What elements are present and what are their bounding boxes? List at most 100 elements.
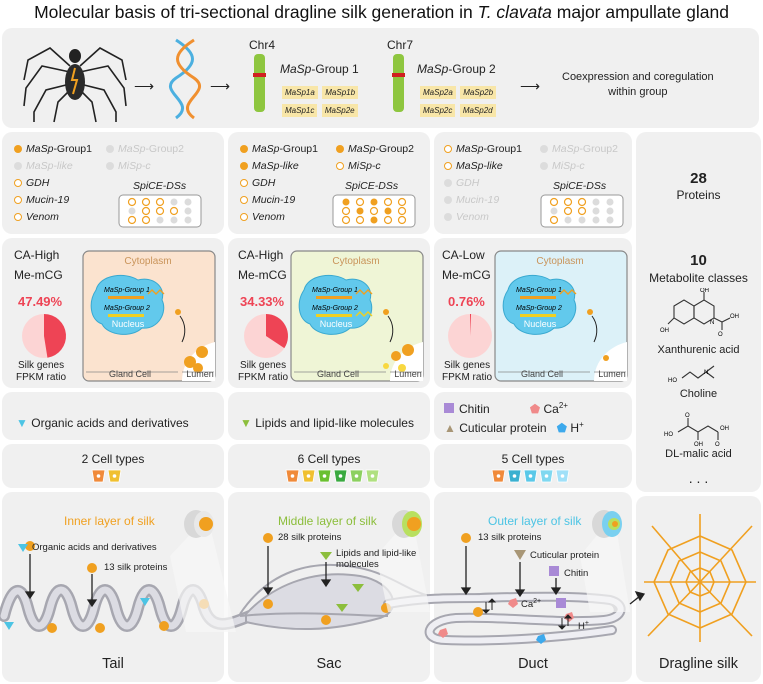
spice-dot xyxy=(155,197,165,207)
lumen-label: Lumen xyxy=(598,369,626,379)
spice-dot xyxy=(397,206,407,216)
gene-label: MaSp2d xyxy=(459,104,496,117)
spice-dot xyxy=(184,207,192,215)
compound-label: Choline xyxy=(679,388,718,400)
more-ellipsis: . . . xyxy=(688,470,709,486)
cell-type-nucleus xyxy=(544,474,549,478)
metabolite-class-label: Metabolite classes xyxy=(649,271,748,285)
open-dot xyxy=(14,213,22,222)
cell-type-nucleus xyxy=(370,474,375,478)
malic-acid-structure: HO O OH OH O xyxy=(664,413,729,448)
tail-spice-grid xyxy=(118,194,202,228)
group2-gene-box: MaSp2a MaSp2b MaSp2c MaSp2d xyxy=(420,82,500,118)
cell-type-nucleus xyxy=(528,474,533,478)
svg-text:N: N xyxy=(710,320,714,326)
spice-dot xyxy=(184,198,192,206)
inner-silk-fiber-icon xyxy=(184,510,214,538)
gene-label: MaSp1c xyxy=(282,104,318,117)
absent-dot xyxy=(444,179,452,188)
nucleus-shape xyxy=(90,274,165,335)
tail-protein-legend-right: MaSp-Group2 MiSp-c xyxy=(106,141,184,175)
gene-label: MaSp1b xyxy=(322,86,359,99)
spice-dot xyxy=(342,198,350,206)
protein-dot xyxy=(383,309,389,315)
duct-calcium-label: Ca2+ xyxy=(521,598,542,611)
secreted-protein xyxy=(184,356,196,368)
silk-gene-pie xyxy=(22,314,67,358)
group2-gene-label: MaSp-Group 2 xyxy=(516,305,562,312)
spice-dot xyxy=(606,198,614,206)
spice-dot xyxy=(592,207,600,215)
spice-dot xyxy=(577,197,587,207)
spice-label: SpiCE-DSs xyxy=(553,180,607,192)
spice-dot xyxy=(549,215,559,225)
spice-dot xyxy=(592,216,600,224)
inner-layer-label: Inner layer of silk xyxy=(64,514,155,528)
spice-dot xyxy=(563,197,573,207)
silk-gene-pie xyxy=(244,314,288,358)
silk-gene-percentage: 47.49% xyxy=(18,294,63,309)
gland-cell-label: Gland Cell xyxy=(109,369,151,379)
open-dot xyxy=(240,179,248,188)
methylation-label: Me-mCG xyxy=(14,268,63,282)
cell-type-nucleus xyxy=(512,474,517,478)
absent-dot xyxy=(540,162,548,171)
filled-dot xyxy=(336,145,344,154)
absent-dot xyxy=(540,145,548,154)
chitin-icon xyxy=(444,403,454,413)
spice-dot xyxy=(549,197,559,207)
svg-text:OH: OH xyxy=(700,288,709,294)
gene-bar xyxy=(108,314,144,317)
gland-cell-label: Gland Cell xyxy=(317,369,359,379)
cuticular-protein-icon: ▲ xyxy=(444,421,456,435)
spice-dot xyxy=(170,198,178,206)
svg-text:OH: OH xyxy=(730,314,739,320)
spice-dot xyxy=(156,216,164,224)
svg-text:O: O xyxy=(715,442,720,448)
group1-gene-label: MaSp-Group 1 xyxy=(104,287,150,294)
open-dot xyxy=(14,196,22,205)
spice-dot xyxy=(155,206,165,216)
group1-gene-label: MaSp-Group 1 xyxy=(312,287,358,294)
absent-dot xyxy=(444,196,452,205)
absent-dot xyxy=(444,213,452,222)
xanthurenic-acid-structure: OH OH O OH N xyxy=(660,288,739,338)
filled-dot xyxy=(240,162,248,171)
lumen-area xyxy=(390,342,423,381)
group2-gene-label: MaSp-Group 2 xyxy=(104,305,150,312)
duct-spice-grid xyxy=(540,194,624,228)
duct-chitin-label: Chitin xyxy=(564,568,589,579)
tail-proteins-label: 13 silk proteins xyxy=(104,562,168,573)
protein-count-label: Proteins xyxy=(676,188,721,202)
spice-dot xyxy=(141,215,151,225)
arrow-icon: ⟶ xyxy=(520,78,541,94)
compound-label: DL-malic acid xyxy=(665,448,732,460)
calcium-icon: ⬟ xyxy=(529,402,541,416)
region-label-sac: Sac xyxy=(316,656,342,672)
open-dot xyxy=(444,145,452,154)
duct-cell-type-icons xyxy=(491,469,570,483)
spider-web-icon xyxy=(644,514,756,642)
spice-dot xyxy=(369,206,379,216)
spice-dot xyxy=(384,207,392,215)
spice-dot xyxy=(341,215,351,225)
svg-text:OH: OH xyxy=(660,328,669,334)
pie-slice xyxy=(44,314,67,358)
figure-title: Molecular basis of tri-sectional draglin… xyxy=(34,2,729,22)
nucleus-label: Nucleus xyxy=(320,319,353,329)
cell-type-nucleus xyxy=(96,474,101,478)
metabolite-class-count: 10 xyxy=(690,252,707,269)
pie-slice xyxy=(470,314,472,336)
cell-type-nucleus xyxy=(306,474,311,478)
cell-type-nucleus xyxy=(354,474,359,478)
spice-dot xyxy=(127,215,137,225)
spice-dot xyxy=(397,215,407,225)
protein-dot xyxy=(587,309,593,315)
svg-text:HO: HO xyxy=(664,432,673,438)
middle-silk-fiber-icon xyxy=(392,510,422,538)
spice-label: SpiCE-DSs xyxy=(345,180,399,192)
tail-acids-label: Organic acids and derivatives xyxy=(32,542,157,553)
